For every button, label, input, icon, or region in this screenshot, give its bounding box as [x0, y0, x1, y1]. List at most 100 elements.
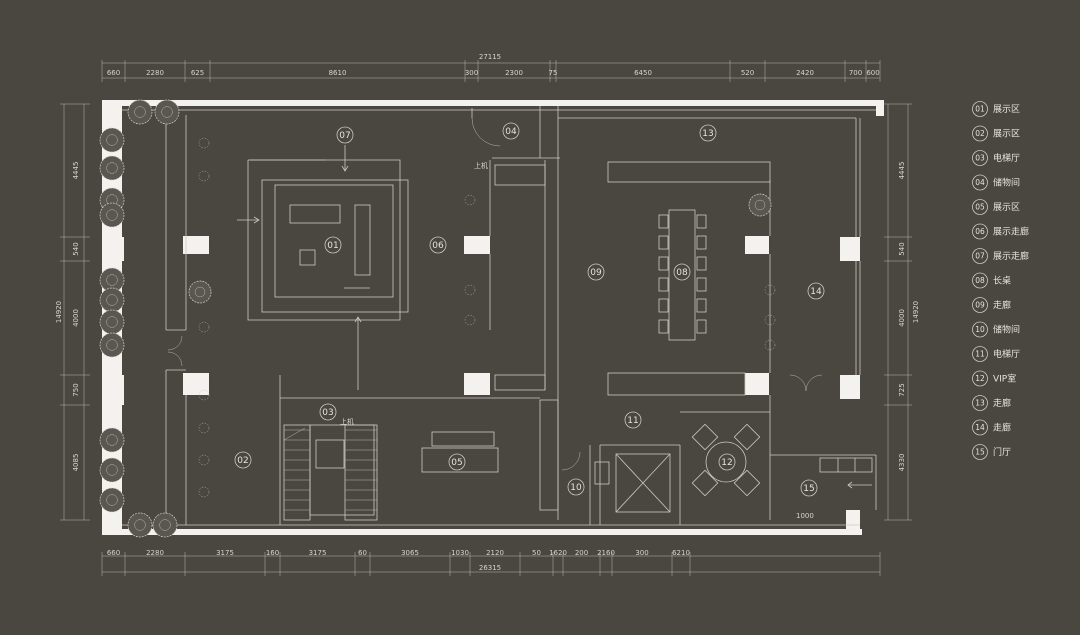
- display-area-01-box: [247, 159, 409, 321]
- dim-bottom-7: 1030: [451, 549, 469, 557]
- outer-walls: [102, 100, 884, 535]
- note-up-2: 上机: [340, 417, 354, 426]
- dim-bottom-2: 3175: [216, 549, 234, 557]
- dim-bottom-1: 2280: [146, 549, 164, 557]
- room-label-03: 03: [319, 403, 337, 421]
- dim-right-0: 4445: [898, 162, 906, 180]
- legend-label: 展示走廊: [993, 226, 1029, 238]
- dim-bottom-0: 660: [107, 549, 120, 557]
- note-1000: 1000: [796, 512, 814, 520]
- legend-label: 走廊: [993, 299, 1011, 311]
- room-label-13: 13: [699, 124, 717, 142]
- room-label-num: 01: [327, 241, 338, 251]
- room-label-num: 12: [721, 458, 732, 468]
- direction-arrows: [237, 145, 362, 390]
- room-label-num: 02: [237, 456, 248, 466]
- room-label-num: 14: [810, 287, 822, 297]
- legend-num: 09: [975, 301, 985, 310]
- dim-top-4: 300: [465, 69, 478, 77]
- dim-bottom-4: 3175: [309, 549, 327, 557]
- legend-num: 10: [975, 325, 985, 334]
- room-label-num: 07: [339, 131, 350, 141]
- room-label-10: 10: [567, 478, 585, 496]
- room-label-01: 01: [324, 236, 342, 254]
- room-label-num: 10: [570, 483, 582, 493]
- room-label-15: 15: [800, 479, 818, 497]
- legend-num: 14: [975, 423, 985, 432]
- elevator-11: [594, 453, 671, 513]
- dim-right-total: 14920: [912, 301, 920, 323]
- dim-top-0: 660: [107, 69, 120, 77]
- dim-bottom-11: 200: [575, 549, 588, 557]
- long-table-08: [494, 161, 771, 396]
- legend-label: 展示区: [993, 129, 1020, 140]
- dim-bottom-12: 2160: [597, 549, 615, 557]
- dim-right-1: 540: [898, 242, 906, 255]
- dim-left-3: 750: [72, 383, 80, 396]
- dim-top-2: 625: [191, 69, 204, 77]
- legend-num: 03: [975, 154, 985, 163]
- dim-left-total: 14920: [55, 301, 63, 323]
- dim-bottom-13: 300: [635, 549, 648, 557]
- dim-bottom-total: 26315: [479, 564, 501, 572]
- dim-right-4: 4330: [898, 454, 906, 472]
- dim-left-0: 4445: [72, 162, 80, 180]
- dim-bottom-9: 50: [532, 549, 541, 557]
- dim-left-1: 540: [72, 242, 80, 255]
- legend-label: 门厅: [993, 446, 1011, 458]
- legend-num: 02: [975, 129, 985, 138]
- dim-bottom-5: 60: [358, 549, 367, 557]
- room-label-07: 07: [336, 126, 354, 144]
- room-label-num: 13: [702, 129, 713, 139]
- stairs-03: [283, 424, 378, 521]
- room-label-02: 02: [234, 451, 252, 469]
- dim-right-3: 725: [898, 383, 906, 396]
- legend-label: VIP室: [993, 373, 1016, 385]
- legend-num: 15: [975, 448, 985, 457]
- dim-top-11: 600: [866, 69, 879, 77]
- room-label-12: 12: [718, 453, 736, 471]
- legend-item-02: 02 展示区: [972, 125, 1020, 142]
- room-label-08: 08: [673, 263, 691, 281]
- dim-top-9: 2420: [796, 69, 814, 77]
- legend-item-15: 15 门厅: [972, 444, 1011, 460]
- note-up-1: 上机: [474, 161, 488, 170]
- legend-label: 走廊: [993, 422, 1011, 434]
- room-label-04: 04: [502, 122, 520, 140]
- dim-bottom-6: 3065: [401, 549, 419, 557]
- dim-bottom-14: 6210: [672, 549, 690, 557]
- legend-num: 08: [975, 276, 985, 285]
- legend-num: 12: [975, 374, 985, 383]
- dim-top-10: 700: [849, 69, 862, 77]
- dim-top-7: 6450: [634, 69, 652, 77]
- dim-right-2: 4000: [898, 309, 906, 327]
- room-label-09: 09: [587, 263, 605, 281]
- room-label-num: 03: [322, 408, 333, 418]
- legend-label: 展示走廊: [993, 250, 1029, 262]
- room-label-num: 04: [505, 127, 517, 137]
- dim-left-4: 4085: [72, 454, 80, 472]
- dim-top-6: 75: [549, 69, 558, 77]
- ceiling-lights: [198, 137, 776, 498]
- legend-label: 储物间: [993, 177, 1020, 189]
- dimension-lines: [60, 60, 912, 576]
- room-label-num: 15: [803, 484, 814, 494]
- room-label-11: 11: [624, 411, 642, 429]
- legend-label: 展示区: [993, 104, 1020, 115]
- dim-top-1: 2280: [146, 69, 164, 77]
- tree-planting: [99, 99, 772, 538]
- room-label-06: 06: [429, 236, 447, 254]
- legend-num: 06: [975, 227, 985, 236]
- dim-bottom-10: 1620: [549, 549, 567, 557]
- legend-item-06: 06 展示走廊: [972, 223, 1029, 240]
